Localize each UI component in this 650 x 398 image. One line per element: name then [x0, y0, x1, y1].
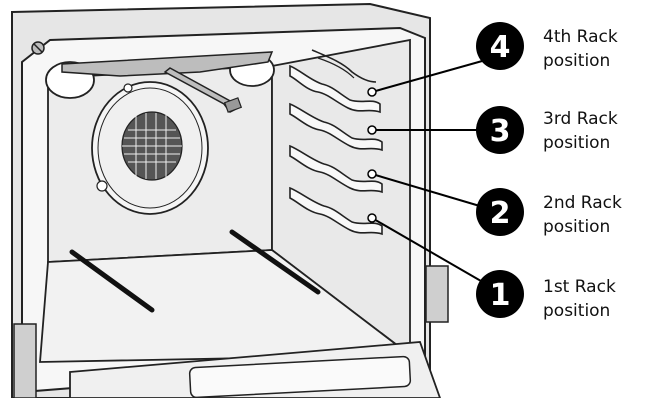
label-1-line1: 1st Rack: [543, 277, 616, 297]
label-3-line2: position: [543, 133, 610, 153]
badge-4: 4: [476, 22, 524, 70]
floor-groove-right: [229, 229, 321, 295]
rack-guides: [289, 64, 383, 236]
label-3-line1: 3rd Rack: [543, 109, 618, 129]
badge-3-number: 3: [490, 114, 511, 149]
floor-groove-left: [69, 249, 155, 313]
label-2-line1: 2nd Rack: [543, 193, 622, 213]
badge-2-number: 2: [490, 196, 511, 231]
badge-3: 3: [476, 106, 524, 154]
badge-1: 1: [476, 270, 524, 318]
label-1-line2: position: [543, 301, 610, 321]
label-2-line2: position: [543, 217, 610, 237]
leader-line-4: [371, 55, 501, 93]
hinge-left: [13, 323, 37, 398]
label-4-line2: position: [543, 51, 610, 71]
badge-1-number: 1: [490, 278, 511, 313]
leader-line-1: [371, 217, 501, 293]
door-window: [188, 355, 412, 398]
label-4-line1: 4th Rack: [543, 27, 618, 47]
hinge-right: [425, 265, 449, 323]
broil-bracket: [61, 51, 274, 77]
convection-fan: [91, 81, 209, 215]
badge-4-number: 4: [490, 30, 511, 65]
badge-2: 2: [476, 188, 524, 236]
